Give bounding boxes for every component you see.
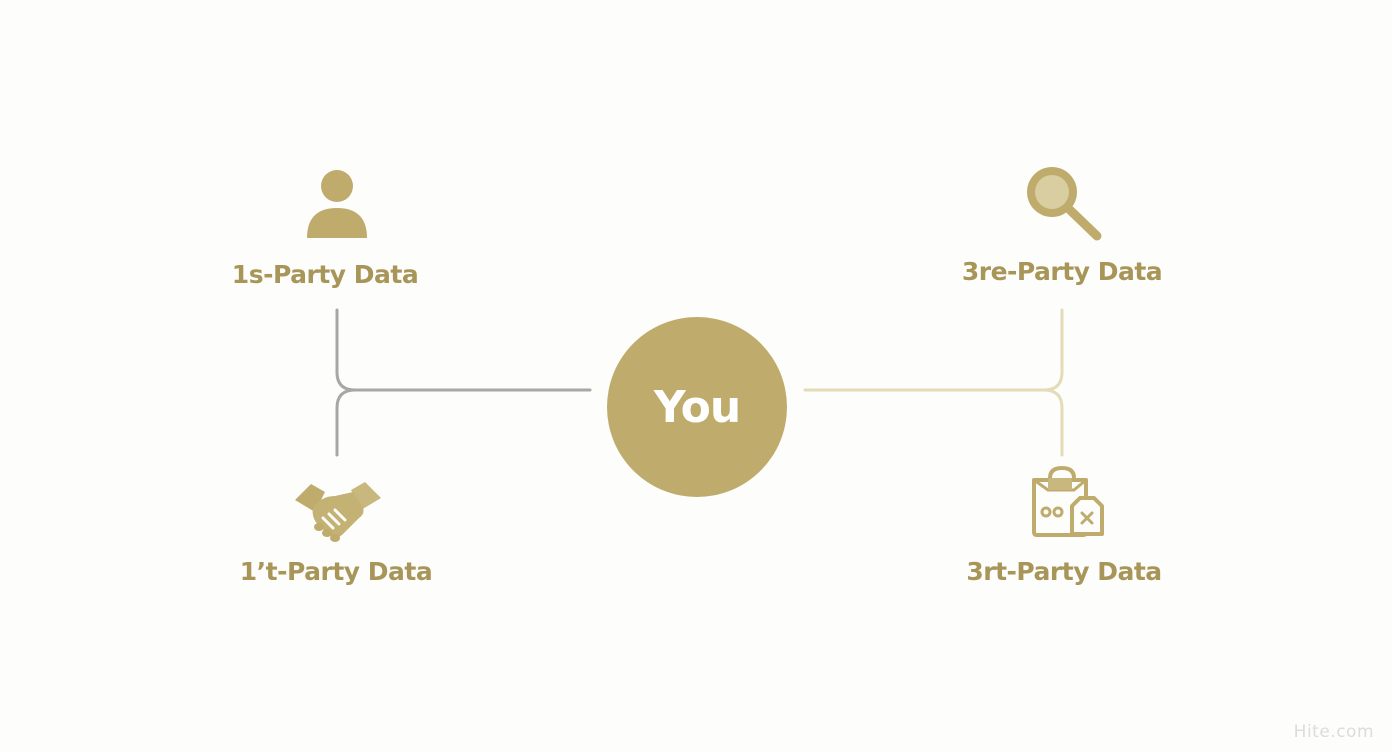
handshake-icon [295, 482, 381, 542]
right-connector [803, 308, 1064, 457]
center-node-you: You [607, 317, 787, 497]
center-label: You [653, 381, 741, 433]
shopping-bags-icon [1032, 466, 1104, 537]
left-connector [335, 308, 592, 457]
node-label-top-left: 1s-Party Data [231, 260, 419, 289]
node-label-bottom-left: 1’t-Party Data [239, 557, 433, 586]
node-label-top-right: 3re-Party Data [961, 257, 1163, 286]
watermark: Hite.com [1293, 722, 1374, 742]
magnifier-icon [1027, 167, 1102, 241]
person-icon [307, 170, 367, 238]
node-label-bottom-right: 3rt-Party Data [966, 557, 1162, 586]
